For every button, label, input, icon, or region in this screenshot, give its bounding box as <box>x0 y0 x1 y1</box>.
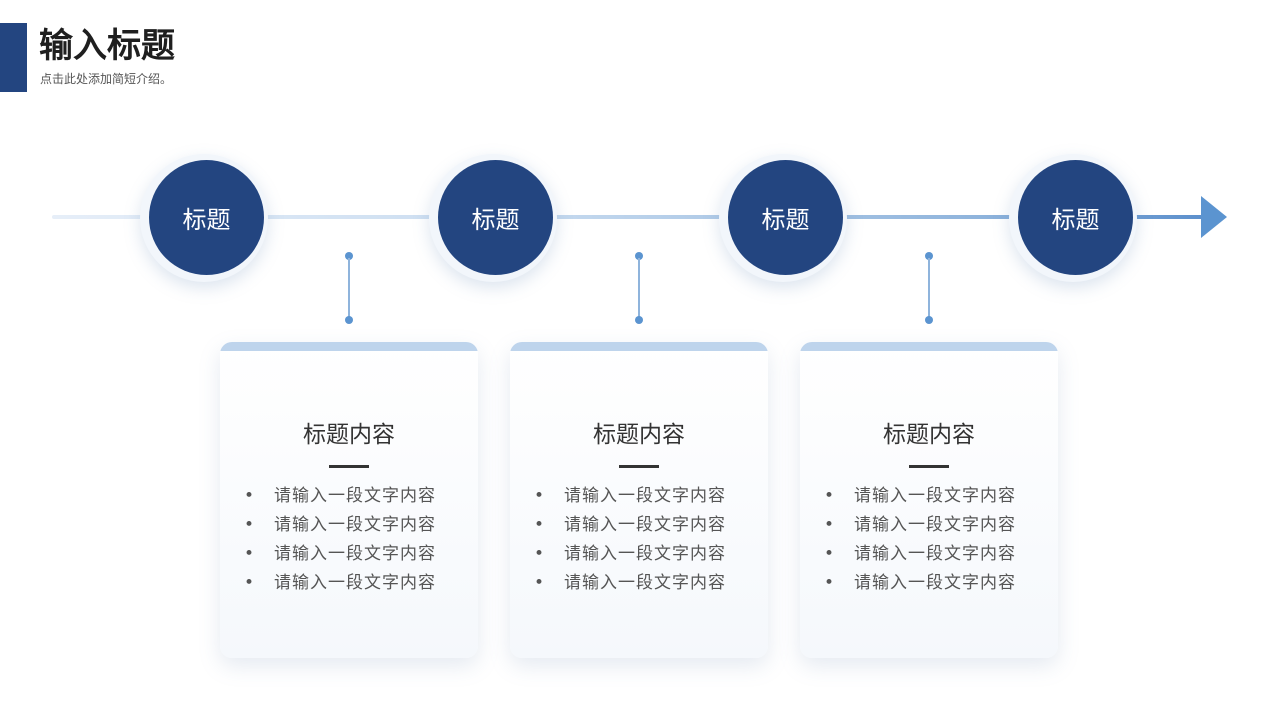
connector-dot <box>635 316 643 324</box>
node-label: 标题 <box>438 160 553 275</box>
list-item: • 请输入一段文字内容 <box>822 540 1016 569</box>
bullet-icon: • <box>244 515 256 535</box>
bullet-icon: • <box>824 544 836 564</box>
node-label: 标题 <box>728 160 843 275</box>
connector-stem <box>348 258 350 318</box>
card-bullet-list: • 请输入一段文字内容 • 请输入一段文字内容 • 请输入一段文字内容 • 请输入一段文… <box>822 482 1016 598</box>
card-bullet-list: • 请输入一段文字内容 • 请输入一段文字内容 • 请输入一段文字内容 • 请输入一段文… <box>242 482 436 598</box>
connector-dot <box>925 316 933 324</box>
bullet-icon: • <box>244 544 256 564</box>
content-card-2[interactable]: 标题内容 • 请输入一段文字内容 • 请输入一段文字内容 • 请输入一段文字内容 • 请… <box>510 342 768 658</box>
bullet-icon: • <box>534 515 546 535</box>
timeline-line <box>52 215 1210 219</box>
card-divider <box>909 465 949 468</box>
connector-dot <box>635 252 643 260</box>
connector-dot <box>925 252 933 260</box>
bullet-icon: • <box>534 544 546 564</box>
bullet-icon: • <box>824 573 836 593</box>
bullet-icon: • <box>534 486 546 506</box>
card-bullet-list: • 请输入一段文字内容 • 请输入一段文字内容 • 请输入一段文字内容 • 请输入一段文… <box>532 482 726 598</box>
bullet-icon: • <box>534 573 546 593</box>
bullet-icon: • <box>244 573 256 593</box>
page-title: 输入标题 <box>39 26 175 66</box>
connector-3 <box>925 252 933 324</box>
list-item-text: 请输入一段文字内容 <box>274 573 436 593</box>
bullet-icon: • <box>244 486 256 506</box>
connector-2 <box>635 252 643 324</box>
list-item: • 请输入一段文字内容 <box>532 540 726 569</box>
content-card-1[interactable]: 标题内容 • 请输入一段文字内容 • 请输入一段文字内容 • 请输入一段文字内容 • 请… <box>220 342 478 658</box>
list-item-text: 请输入一段文字内容 <box>564 515 726 535</box>
list-item: • 请输入一段文字内容 <box>532 569 726 598</box>
list-item: • 请输入一段文字内容 <box>822 511 1016 540</box>
title-accent-bar <box>0 23 27 92</box>
list-item-text: 请输入一段文字内容 <box>274 544 436 564</box>
list-item: • 请输入一段文字内容 <box>242 482 436 511</box>
bullet-icon: • <box>824 515 836 535</box>
connector-stem <box>638 258 640 318</box>
timeline-node-3[interactable]: 标题 <box>719 154 847 282</box>
card-title: 标题内容 <box>303 422 395 448</box>
content-card-3[interactable]: 标题内容 • 请输入一段文字内容 • 请输入一段文字内容 • 请输入一段文字内容 • 请… <box>800 342 1058 658</box>
list-item: • 请输入一段文字内容 <box>822 482 1016 511</box>
node-label: 标题 <box>1018 160 1133 275</box>
page-subtitle: 点击此处添加简短介绍。 <box>40 72 173 86</box>
connector-stem <box>928 258 930 318</box>
arrow-right-icon <box>1201 196 1227 238</box>
timeline-node-1[interactable]: 标题 <box>140 154 268 282</box>
list-item: • 请输入一段文字内容 <box>822 569 1016 598</box>
bullet-icon: • <box>824 486 836 506</box>
card-top-bar <box>510 342 768 351</box>
card-divider <box>329 465 369 468</box>
list-item-text: 请输入一段文字内容 <box>854 573 1016 593</box>
card-title: 标题内容 <box>883 422 975 448</box>
list-item-text: 请输入一段文字内容 <box>564 573 726 593</box>
connector-1 <box>345 252 353 324</box>
list-item-text: 请输入一段文字内容 <box>854 486 1016 506</box>
list-item: • 请输入一段文字内容 <box>532 482 726 511</box>
timeline-node-4[interactable]: 标题 <box>1009 154 1137 282</box>
list-item: • 请输入一段文字内容 <box>242 569 436 598</box>
list-item: • 请输入一段文字内容 <box>532 511 726 540</box>
node-label: 标题 <box>149 160 264 275</box>
card-divider <box>619 465 659 468</box>
connector-dot <box>345 316 353 324</box>
list-item: • 请输入一段文字内容 <box>242 511 436 540</box>
list-item: • 请输入一段文字内容 <box>242 540 436 569</box>
card-top-bar <box>800 342 1058 351</box>
list-item-text: 请输入一段文字内容 <box>854 515 1016 535</box>
timeline-node-2[interactable]: 标题 <box>429 154 557 282</box>
connector-dot <box>345 252 353 260</box>
card-title: 标题内容 <box>593 422 685 448</box>
card-top-bar <box>220 342 478 351</box>
list-item-text: 请输入一段文字内容 <box>854 544 1016 564</box>
list-item-text: 请输入一段文字内容 <box>274 486 436 506</box>
list-item-text: 请输入一段文字内容 <box>564 486 726 506</box>
list-item-text: 请输入一段文字内容 <box>564 544 726 564</box>
list-item-text: 请输入一段文字内容 <box>274 515 436 535</box>
